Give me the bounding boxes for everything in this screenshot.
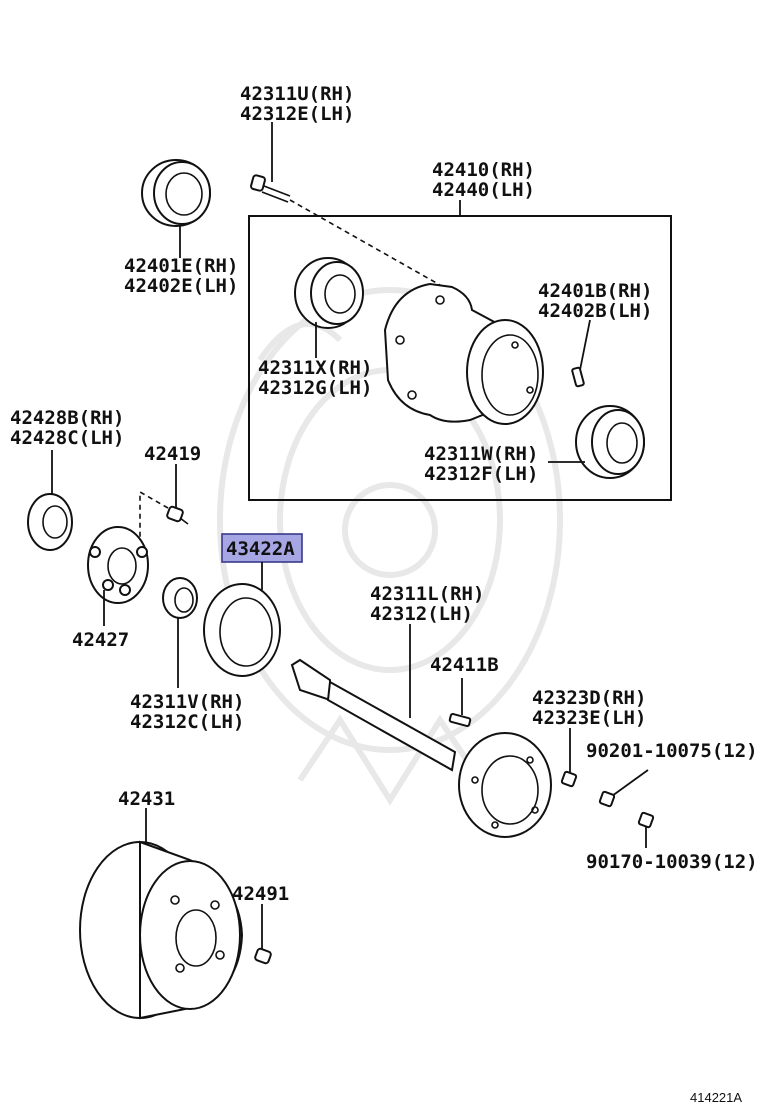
label-hub-assy-rh: 42410(RH) [432, 159, 535, 181]
highlight-part-box [221, 533, 303, 563]
label-brake-drum: 42431 [118, 788, 175, 810]
retainer-plate-icon [87, 526, 149, 604]
label-outer-bearing-rh: 42311W(RH) [424, 443, 538, 465]
label-stud: 42411B [430, 654, 499, 676]
wheel-stud-icon [448, 712, 472, 728]
wheel-nut-icon [637, 811, 655, 829]
axle-shaft-icon [290, 658, 552, 838]
label-bolt-hub-lh: 42312E(LH) [240, 103, 354, 125]
screw-icon [254, 947, 272, 965]
label-hub-bolt-lh: 42402B(LH) [538, 300, 652, 322]
bolt-42419-icon [166, 505, 189, 525]
brake-drum-icon [79, 840, 244, 1020]
gasket-plate-icon [203, 583, 281, 677]
label-axle-bearing-rh: 42311V(RH) [130, 691, 244, 713]
label-cone-washer-lh: 42323E(LH) [532, 707, 646, 729]
label-cone-washer-rh: 42323D(RH) [532, 687, 646, 709]
label-oil-seal-lh: 42402E(LH) [124, 275, 238, 297]
label-outer-bearing-lh: 42312F(LH) [424, 463, 538, 485]
axle-bearing-icon [162, 577, 198, 619]
hub-bolt-top-icon [250, 174, 291, 203]
figure-id: 414221A [690, 1090, 742, 1105]
inner-bearing-icon [294, 257, 364, 329]
axle-hub-icon [383, 282, 544, 425]
label-highlight-part: 43422A [226, 538, 295, 560]
label-axle-shaft-rh: 42311L(RH) [370, 583, 484, 605]
label-hub-bolt-rh: 42401B(RH) [538, 280, 652, 302]
retainer-ring-icon [27, 493, 73, 551]
label-screw: 42491 [232, 883, 289, 905]
hub-nut-icon [598, 790, 616, 808]
label-retainer-plate: 42427 [72, 629, 129, 651]
hub-stud-icon [571, 366, 585, 388]
label-inner-bearing-lh: 42312G(LH) [258, 377, 372, 399]
label-axle-bearing-lh: 42312C(LH) [130, 711, 244, 733]
label-retainer-rh: 42428B(RH) [10, 407, 124, 429]
label-axle-shaft-lh: 42312(LH) [370, 603, 473, 625]
label-inner-bearing-rh: 42311X(RH) [258, 357, 372, 379]
outer-bearing-icon [575, 405, 645, 479]
label-bolt-hub-rh: 42311U(RH) [240, 83, 354, 105]
label-nut-1: 90201-10075(12) [586, 740, 758, 762]
label-oil-seal-rh: 42401E(RH) [124, 255, 238, 277]
label-nut-2: 90170-10039(12) [586, 851, 758, 873]
label-hub-assy-lh: 42440(LH) [432, 179, 535, 201]
oil-seal-icon [141, 159, 211, 227]
label-retainer-lh: 42428C(LH) [10, 427, 124, 449]
label-bolt-42419: 42419 [144, 443, 201, 465]
cone-washer-icon [560, 770, 578, 788]
